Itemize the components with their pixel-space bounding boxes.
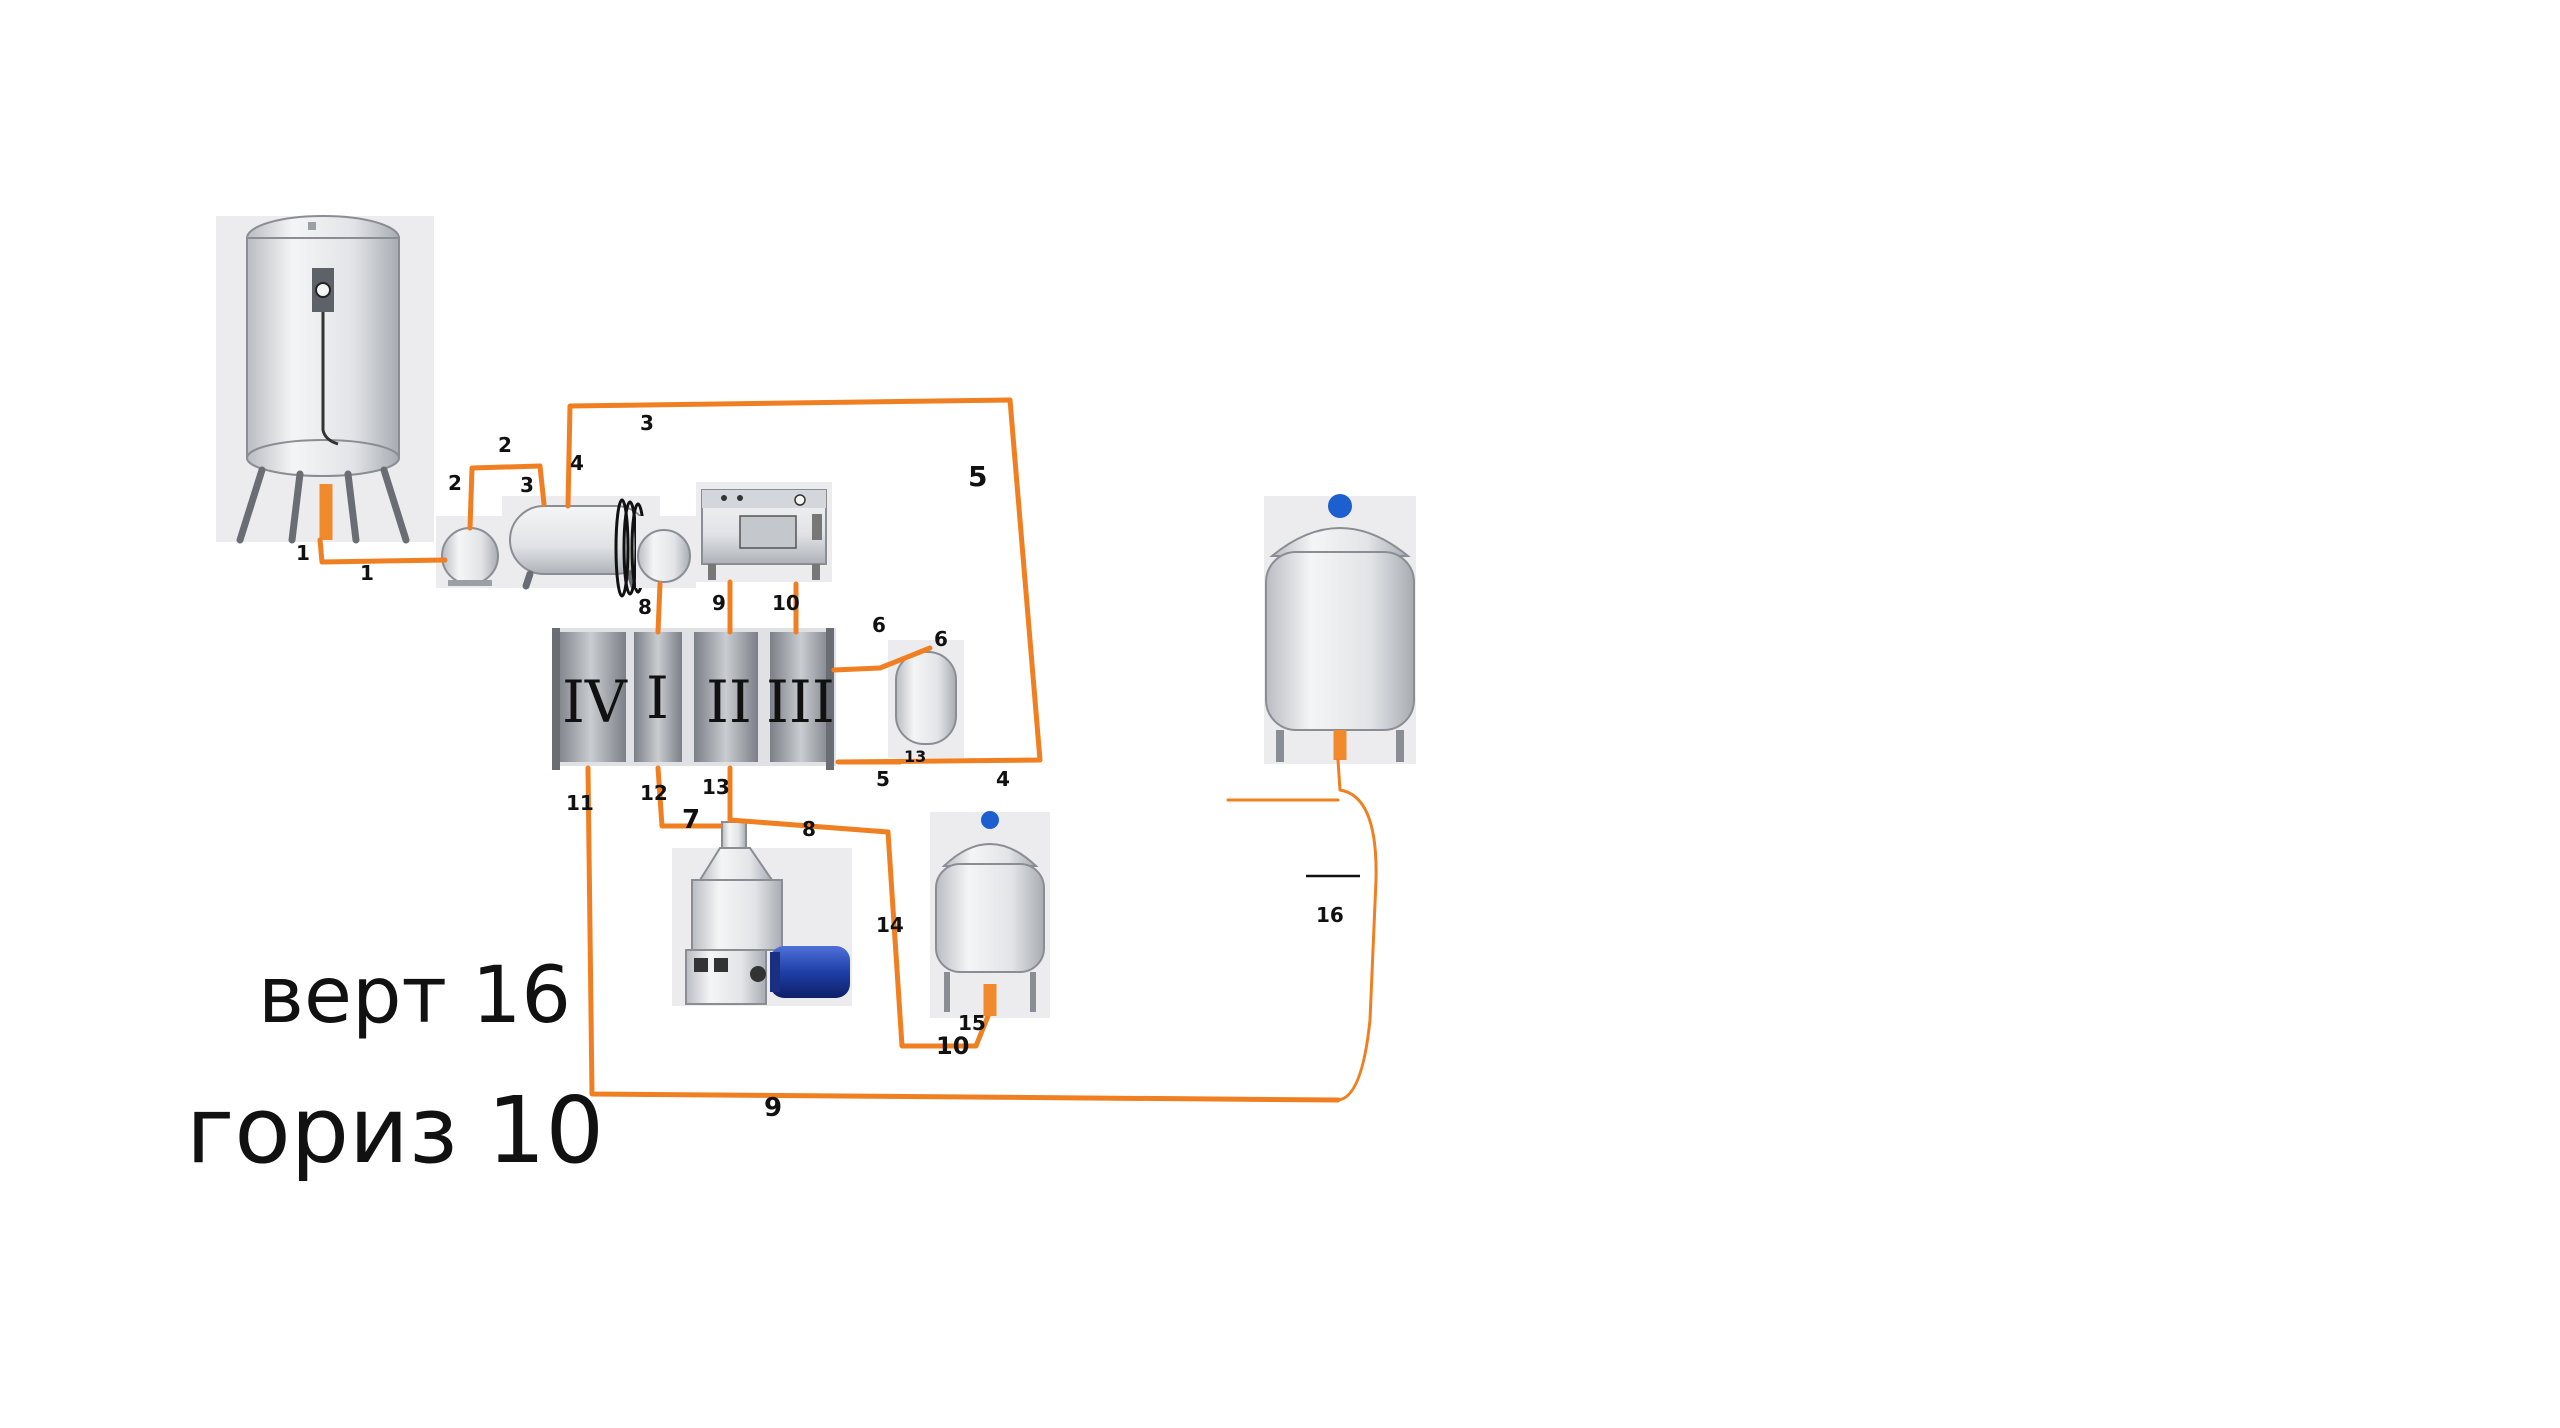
label-9: 9 [712, 591, 726, 615]
label-6b: 6 [934, 627, 948, 651]
section-iii-label: III [766, 668, 835, 736]
section-i-label: I [646, 664, 669, 732]
label-2a: 2 [448, 471, 462, 495]
label-14: 14 [876, 913, 904, 937]
pump-2 [636, 516, 696, 588]
note-goriz: гориз 10 [186, 1077, 604, 1184]
separator [672, 822, 852, 1006]
label-13b: 13 [904, 747, 926, 766]
label-10: 10 [772, 591, 800, 615]
label-13: 13 [702, 775, 730, 799]
label-3a: 3 [520, 473, 534, 497]
section-iv-label: IV [562, 668, 628, 736]
handwritten-notes: верт 16 гориз 10 [186, 951, 604, 1184]
note-vert: верт 16 [258, 951, 571, 1041]
homogenizer [696, 482, 832, 582]
label-16: 16 [1316, 903, 1344, 927]
label-1b: 1 [360, 561, 374, 585]
label-4a: 4 [570, 451, 584, 475]
label-5b: 5 [876, 767, 890, 791]
label-4b: 4 [996, 767, 1010, 791]
label-7: 7 [682, 805, 700, 835]
label-3b: 3 [640, 411, 654, 435]
label-8: 8 [638, 595, 652, 619]
large-tank [1264, 494, 1416, 764]
label-9b: 9 [764, 1093, 782, 1123]
section-ii-label: II [706, 668, 752, 736]
label-5a: 5 [968, 460, 987, 493]
label-1a: 1 [296, 541, 310, 565]
label-8b: 8 [802, 817, 816, 841]
label-2b: 2 [498, 433, 512, 457]
label-6: 6 [872, 613, 886, 637]
label-12: 12 [640, 781, 668, 805]
label-10b: 10 [936, 1032, 969, 1060]
label-11: 11 [566, 791, 594, 815]
